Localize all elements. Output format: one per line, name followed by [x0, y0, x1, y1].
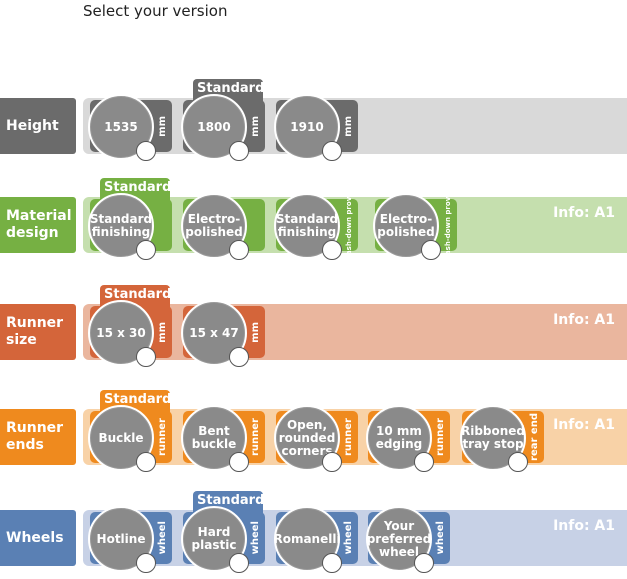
option-circle: Standard finishing: [88, 193, 154, 259]
row-runner-ends: Runner ends Info: A1 Standard Buckle run…: [0, 390, 627, 472]
info-link[interactable]: Info: A1: [553, 518, 615, 534]
select-radio[interactable]: [229, 347, 249, 367]
info-link[interactable]: Info: A1: [553, 417, 615, 433]
select-radio[interactable]: [229, 452, 249, 472]
unit-label: wheel: [435, 521, 446, 555]
option-hotline[interactable]: Hotline wheel: [88, 506, 172, 573]
option-ribboned-tray-stop[interactable]: Ribboned tray stop rear end: [460, 405, 544, 472]
row-band: [83, 304, 627, 360]
option-1910[interactable]: 1910 mm: [274, 94, 358, 161]
option-standard-finishing-washdown[interactable]: Standard finishing Wash-down proven: [274, 187, 358, 263]
select-radio[interactable]: [229, 141, 249, 161]
option-your-preferred-wheel[interactable]: Your preferred wheel wheel: [366, 506, 450, 573]
unit-label: mm: [157, 115, 168, 137]
unit-label: runner: [157, 417, 168, 456]
option-circle: Standard finishing: [274, 193, 340, 259]
option-standard-finishing[interactable]: Standard Standard finishing: [88, 178, 172, 260]
option-bent-buckle[interactable]: Bent buckle runner: [181, 405, 265, 472]
select-radio[interactable]: [322, 553, 342, 573]
unit-label: Wash-down proven: [444, 187, 452, 263]
select-radio[interactable]: [136, 240, 156, 260]
info-link[interactable]: Info: A1: [553, 312, 615, 328]
select-radio[interactable]: [322, 240, 342, 260]
select-radio[interactable]: [322, 141, 342, 161]
unit-label: runner: [250, 417, 261, 456]
unit-label: rear end: [529, 413, 540, 461]
row-label: Runner size: [0, 304, 76, 360]
select-radio[interactable]: [414, 452, 434, 472]
select-radio[interactable]: [421, 240, 441, 260]
unit-label: runner: [435, 417, 446, 456]
row-label: Wheels: [0, 510, 76, 566]
option-electro-polished[interactable]: Electro-polished: [181, 193, 265, 260]
row-wheels: Wheels Info: A1 Hotline wheel Standard H…: [0, 491, 627, 573]
option-circle: 15 x 47: [181, 300, 247, 366]
select-radio[interactable]: [136, 553, 156, 573]
option-1800[interactable]: Standard 1800 mm: [181, 79, 265, 161]
option-circle: Hotline: [88, 506, 154, 572]
option-15x30[interactable]: Standard 15 x 30 mm: [88, 285, 172, 367]
row-material-design: Material design Info: A1 Standard Standa…: [0, 178, 627, 263]
unit-label: wheel: [250, 521, 261, 555]
unit-label: runner: [343, 417, 354, 456]
option-hard-plastic[interactable]: Standard Hard plastic wheel: [181, 491, 265, 573]
row-label: Runner ends: [0, 409, 76, 465]
unit-label: wheel: [157, 521, 168, 555]
row-runner-size: Runner size Info: A1 Standard 15 x 30 mm…: [0, 285, 627, 367]
row-height: Height 1535 mm Standard 1800 mm 1910 mm: [0, 79, 627, 161]
select-radio[interactable]: [229, 240, 249, 260]
option-circle: Electro-polished: [181, 193, 247, 259]
select-radio[interactable]: [414, 553, 434, 573]
unit-label: mm: [157, 321, 168, 343]
unit-label: mm: [250, 115, 261, 137]
select-radio[interactable]: [136, 452, 156, 472]
select-radio[interactable]: [229, 553, 249, 573]
option-10mm-edging[interactable]: 10 mm edging runner: [366, 405, 450, 472]
select-radio[interactable]: [136, 141, 156, 161]
row-label: Material design: [0, 197, 76, 253]
option-circle: Buckle: [88, 405, 154, 471]
select-radio[interactable]: [508, 452, 528, 472]
info-link[interactable]: Info: A1: [553, 205, 615, 221]
option-open-rounded-corners[interactable]: Open, rounded corners runner: [274, 405, 358, 472]
select-radio[interactable]: [136, 347, 156, 367]
option-buckle[interactable]: Standard Buckle runner: [88, 390, 172, 472]
page-title: Select your version: [83, 2, 228, 20]
option-circle: Open, rounded corners: [274, 405, 340, 471]
option-circle: 1910: [274, 94, 340, 160]
unit-label: mm: [343, 115, 354, 137]
unit-label: wheel: [343, 521, 354, 555]
option-15x47[interactable]: 15 x 47 mm: [181, 300, 265, 367]
select-radio[interactable]: [322, 452, 342, 472]
option-1535[interactable]: 1535 mm: [88, 94, 172, 161]
option-romanelli[interactable]: Romanelli wheel: [273, 506, 358, 573]
unit-label: Wash-down proven: [345, 187, 353, 263]
option-electro-polished-washdown[interactable]: Electro-polished Wash-down proven: [373, 187, 457, 263]
row-label: Height: [0, 98, 76, 154]
unit-label: mm: [250, 321, 261, 343]
